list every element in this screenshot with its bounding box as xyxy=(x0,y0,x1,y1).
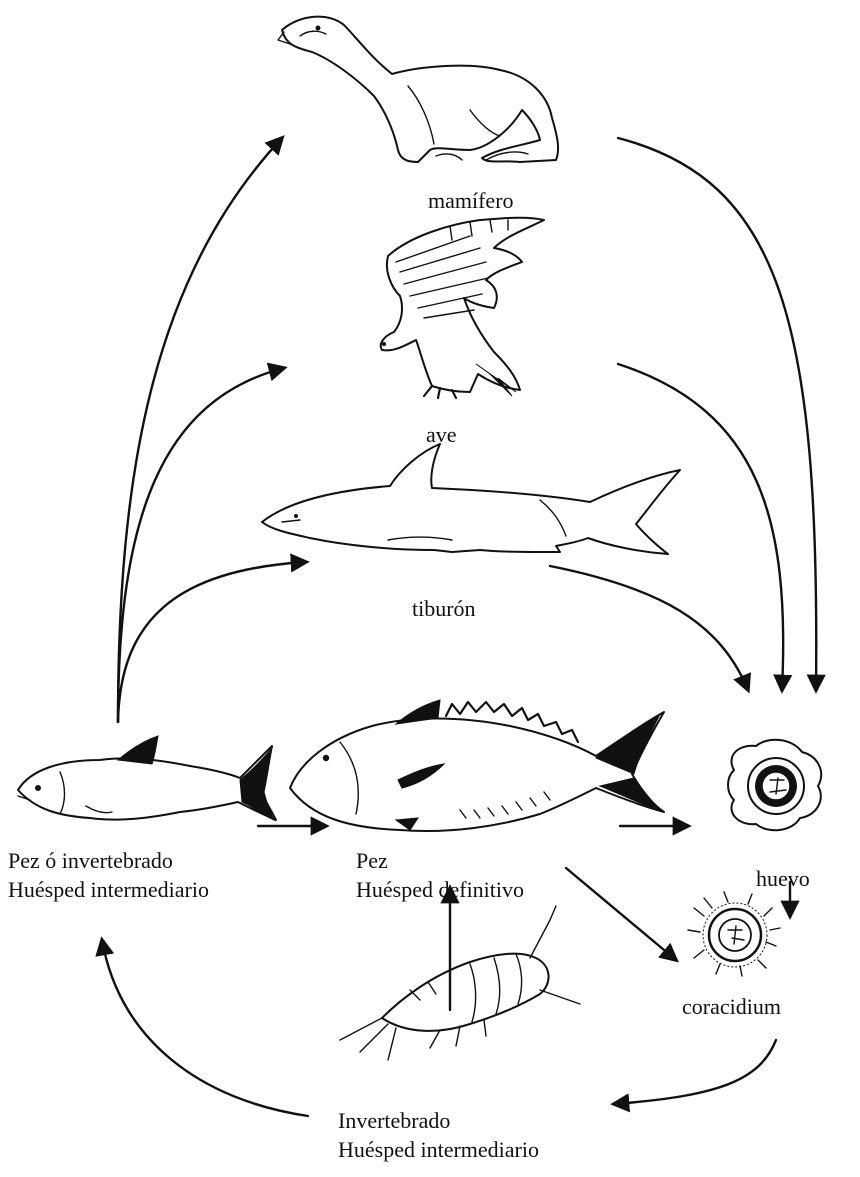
arrow-coracidium-to-invertebrate xyxy=(614,1040,776,1104)
label-egg: huevo xyxy=(756,864,810,893)
arrow-to-shark xyxy=(118,562,306,722)
label-invertebrate-line1: Invertebrado xyxy=(338,1106,450,1135)
arrow-shark-to-egg xyxy=(550,566,748,690)
bird-illustration xyxy=(381,218,544,398)
arrow-bird-to-egg xyxy=(618,364,783,690)
label-mammal: mamífero xyxy=(428,186,514,215)
arrow-mammal-to-egg xyxy=(618,138,816,690)
tuna-illustration xyxy=(290,700,664,831)
arrow-invertebrate-to-fish xyxy=(102,940,308,1116)
arrow-tuna-to-coracidium xyxy=(566,868,676,960)
label-shark: tiburón xyxy=(412,594,476,623)
label-fish-intermediate-line1: Pez ó invertebrado xyxy=(8,846,173,875)
label-invertebrate-line2: Huésped intermediario xyxy=(338,1135,539,1164)
label-fish-definitive-line2: Huésped definitivo xyxy=(356,875,524,904)
small-fish-illustration xyxy=(18,736,276,820)
label-fish-intermediate-line2: Huésped intermediario xyxy=(8,875,209,904)
label-coracidium: coracidium xyxy=(682,992,781,1021)
label-fish-definitive-line1: Pez xyxy=(356,846,388,875)
label-bird: ave xyxy=(426,420,457,449)
copepod-illustration xyxy=(340,906,580,1060)
shark-illustration xyxy=(262,444,680,554)
sea-lion-illustration xyxy=(278,17,558,162)
arrow-to-mammal xyxy=(118,138,282,722)
egg-illustration xyxy=(728,740,821,831)
coracidium-illustration xyxy=(688,892,780,976)
